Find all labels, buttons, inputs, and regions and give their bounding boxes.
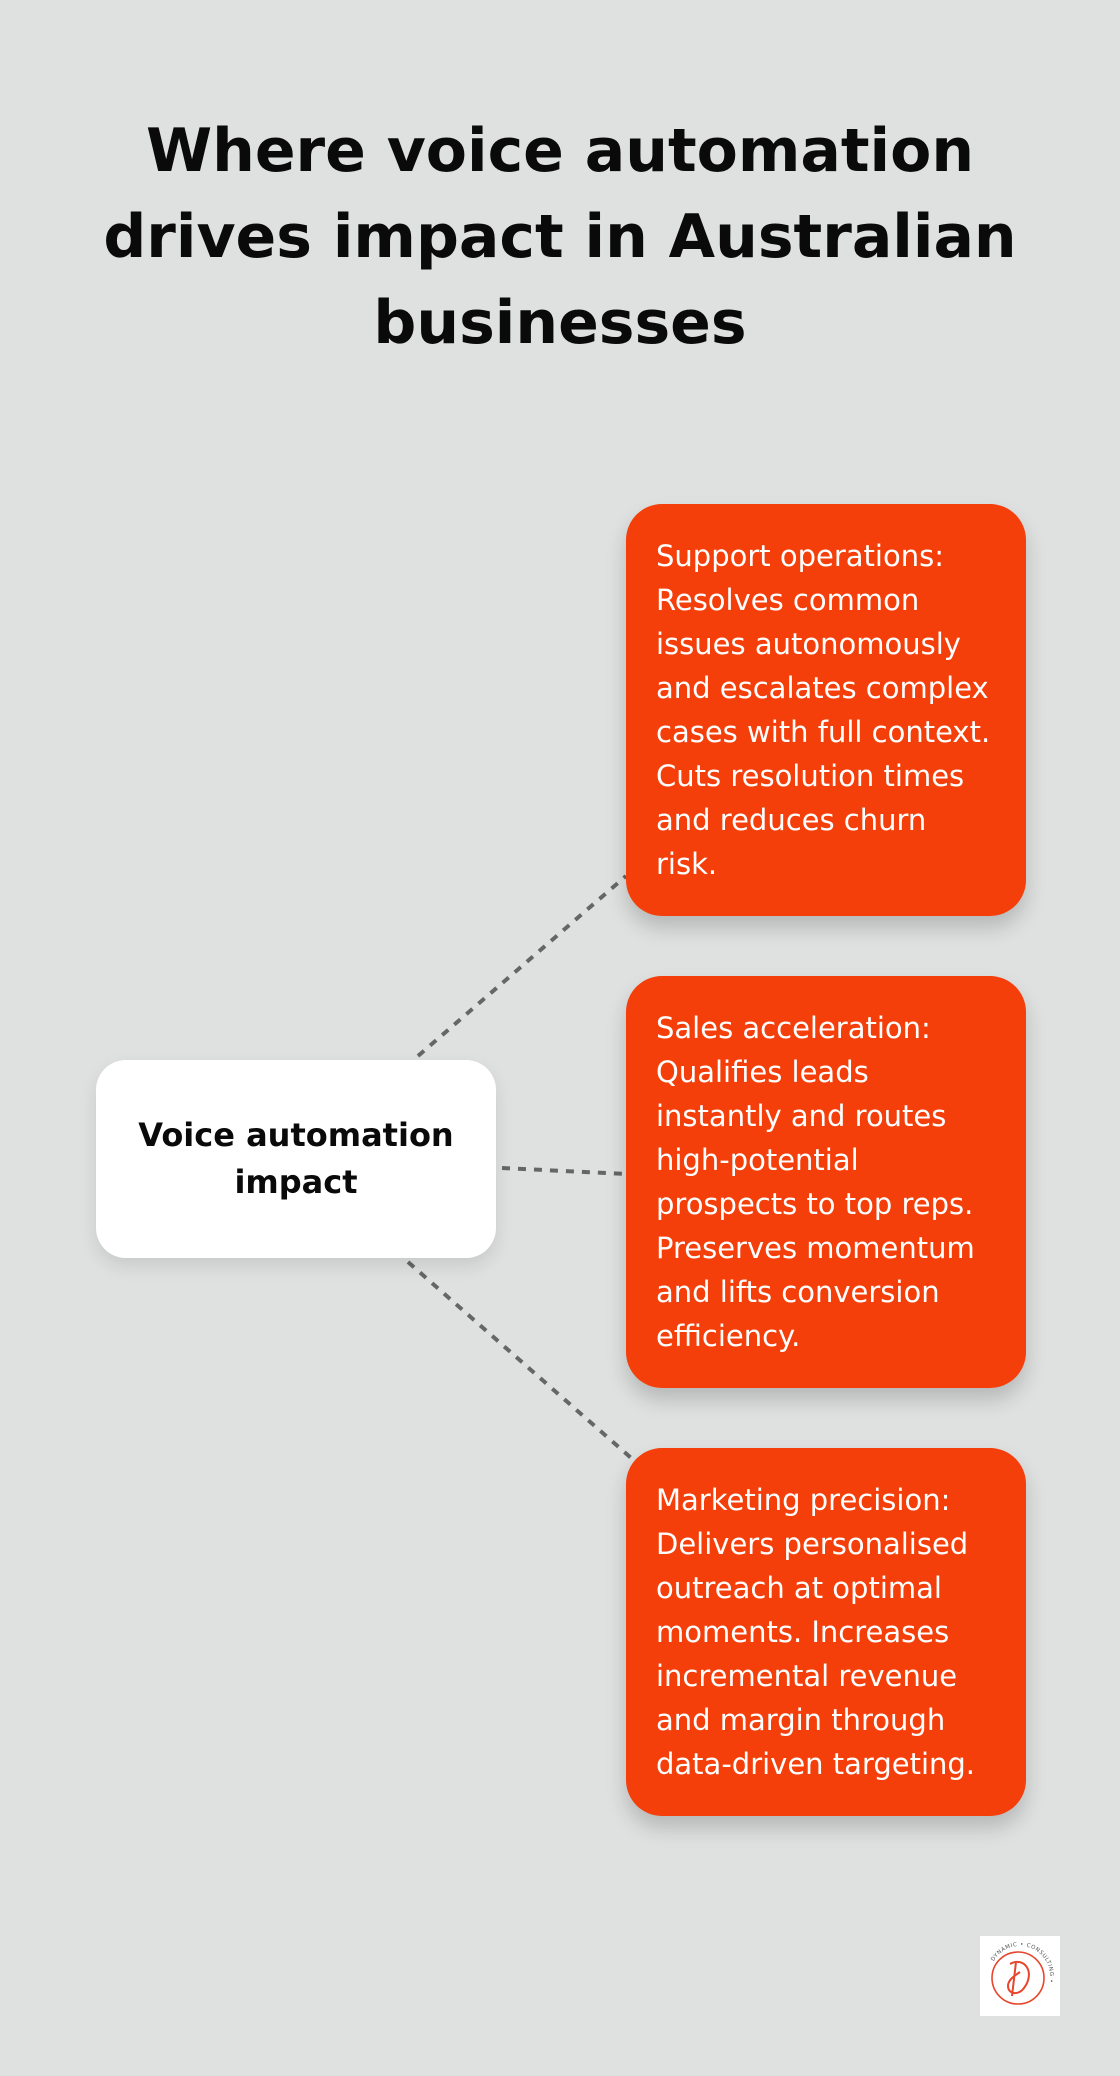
connector-line-marketing bbox=[406, 1260, 640, 1466]
card-support-operations: Support operations: Resolves common issu… bbox=[626, 504, 1026, 916]
card-text: Sales acceleration: Qualifies leads inst… bbox=[656, 1011, 975, 1353]
center-node: Voice automation impact bbox=[96, 1060, 496, 1258]
connector-line-support bbox=[416, 874, 628, 1058]
card-sales-acceleration: Sales acceleration: Qualifies leads inst… bbox=[626, 976, 1026, 1388]
card-text: Marketing precision: Delivers personalis… bbox=[656, 1483, 976, 1781]
brand-logo-icon: DYNAMIC • CONSULTING • bbox=[980, 1936, 1060, 2016]
center-node-label: Voice automation impact bbox=[138, 1116, 454, 1201]
connector-line-sales bbox=[501, 1166, 627, 1176]
card-marketing-precision: Marketing precision: Delivers personalis… bbox=[626, 1448, 1026, 1816]
page-title: Where voice automation drives impact in … bbox=[103, 116, 1017, 358]
card-text: Support operations: Resolves common issu… bbox=[656, 539, 991, 881]
